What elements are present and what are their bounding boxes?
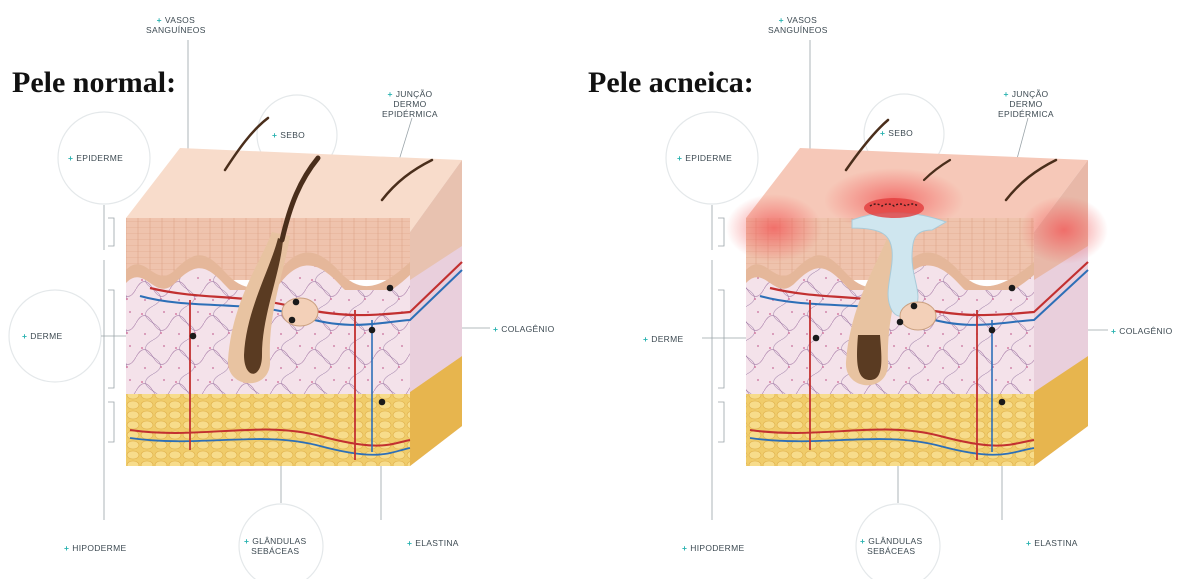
inflammation-right: [1020, 196, 1108, 264]
plus-icon: +: [64, 543, 69, 553]
label-vasos-sanguineos: +VASOSSANGUÍNEOS: [768, 15, 828, 35]
inflammation-left: [726, 194, 822, 262]
plus-icon: +: [682, 543, 687, 553]
plus-icon: +: [880, 128, 885, 138]
label-colageno: +COLAGÊNIO: [1111, 326, 1173, 336]
label-epiderme: +EPIDERME: [68, 153, 123, 163]
plus-icon: +: [68, 153, 73, 163]
plus-icon: +: [407, 538, 412, 548]
skin-panel-normal: Pele normal:: [0, 0, 593, 579]
label-juncao-dermo-epidermica: +JUNÇÃODERMOEPIDÉRMICA: [998, 89, 1054, 119]
sebaceous-gland: [900, 302, 936, 330]
label-elastina: +ELASTINA: [407, 538, 459, 548]
plus-icon: +: [860, 536, 865, 546]
skin-block: [126, 118, 462, 466]
label-epiderme: +EPIDERME: [677, 153, 732, 163]
plus-icon: +: [493, 324, 498, 334]
label-hipoderme: +HIPODERME: [682, 543, 744, 553]
label-glandulas-sebaceas: +GLÂNDULASSEBÁCEAS: [244, 536, 306, 556]
plus-icon: +: [779, 15, 784, 25]
plus-icon: +: [22, 331, 27, 341]
label-hipoderme: +HIPODERME: [64, 543, 126, 553]
plus-icon: +: [387, 89, 392, 99]
label-juncao-dermo-epidermica: +JUNÇÃODERMOEPIDÉRMICA: [382, 89, 438, 119]
plus-icon: +: [677, 153, 682, 163]
label-glandulas-sebaceas: +GLÂNDULASSEBÁCEAS: [860, 536, 922, 556]
plus-icon: +: [1003, 89, 1008, 99]
plus-icon: +: [157, 15, 162, 25]
pimple-opening: [864, 198, 924, 218]
hair-root: [857, 335, 881, 380]
skin-panel-acne: Pele acneica:: [594, 0, 1187, 579]
plus-icon: +: [244, 536, 249, 546]
label-derme: +DERME: [643, 334, 683, 344]
sebaceous-gland: [282, 298, 318, 326]
label-sebo: +SEBO: [880, 128, 913, 138]
skin-diagram-acne: [594, 0, 1187, 579]
skin-diagram-normal: [0, 0, 593, 579]
label-vasos-sanguineos: +VASOSSANGUÍNEOS: [146, 15, 206, 35]
plus-icon: +: [1111, 326, 1116, 336]
plus-icon: +: [272, 130, 277, 140]
label-sebo: +SEBO: [272, 130, 305, 140]
plus-icon: +: [1026, 538, 1031, 548]
plus-icon: +: [643, 334, 648, 344]
label-derme: +DERME: [22, 331, 62, 341]
label-colageno: +COLAGÊNIO: [493, 324, 555, 334]
label-elastina: +ELASTINA: [1026, 538, 1078, 548]
skin-block: [726, 120, 1108, 466]
